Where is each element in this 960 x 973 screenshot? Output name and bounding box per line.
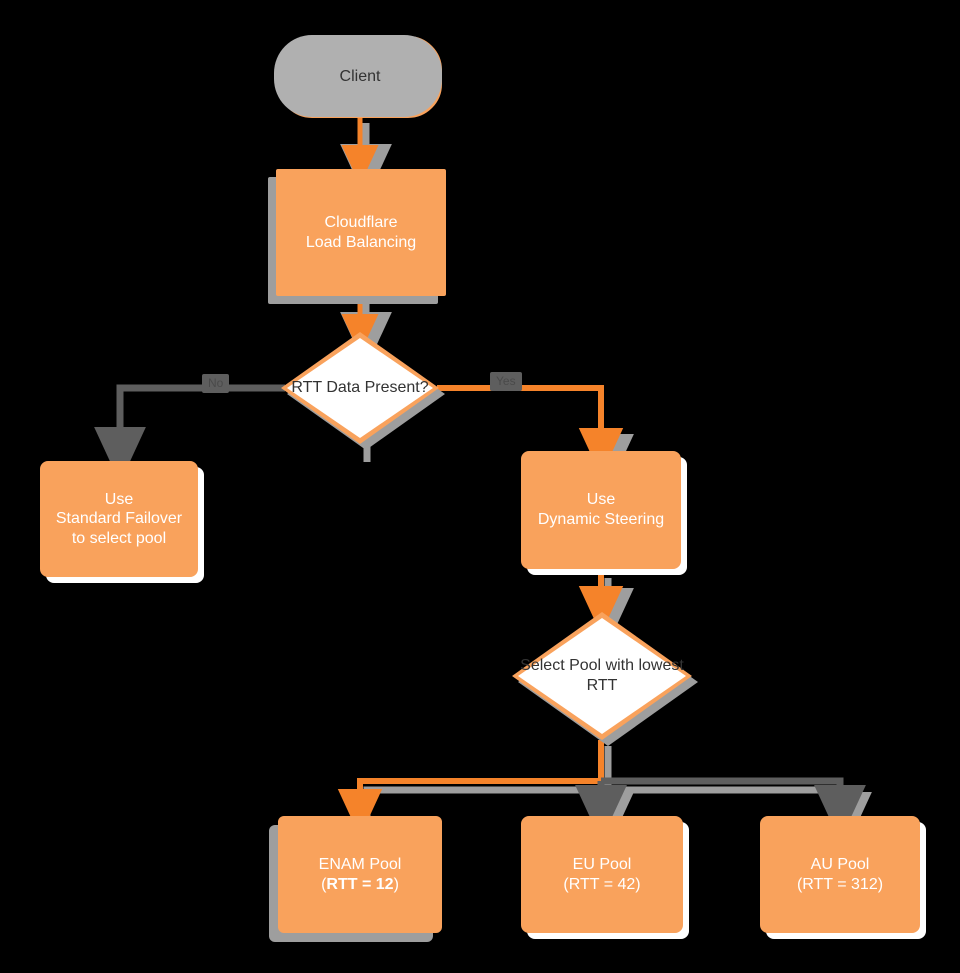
node-au-pool-name: AU Pool <box>810 855 870 873</box>
edge-select-pool-to-enam-pool <box>337 740 604 837</box>
node-enam-pool[interactable]: ENAM Pool (RTT = 12) <box>278 816 442 933</box>
edge-rtt-decision-to-standard-failover <box>94 384 285 483</box>
node-eu-pool-label: EU Pool (RTT = 42) <box>563 855 640 894</box>
node-load-balancing[interactable]: Cloudflare Load Balancing <box>276 169 446 296</box>
node-enam-pool-label: ENAM Pool (RTT = 12) <box>319 855 402 894</box>
node-enam-pool-rtt-prefix: ( <box>321 875 327 893</box>
node-select-pool-label: Select Pool with lowest RTT <box>512 612 692 740</box>
node-standard-failover[interactable]: Use Standard Failover to select pool <box>40 461 198 577</box>
edge-select-pool-to-au-pool <box>601 777 866 841</box>
node-dynamic-steering-line-2: Dynamic Steering <box>537 511 665 528</box>
node-enam-pool-name: ENAM Pool <box>318 855 402 873</box>
node-standard-failover-label: Use Standard Failover to select pool <box>56 490 182 549</box>
node-rtt-decision-line-2: Present? <box>364 379 429 397</box>
node-enam-pool-rtt-suffix: ) <box>393 875 399 893</box>
node-au-pool-label: AU Pool (RTT = 312) <box>797 855 883 894</box>
node-select-pool[interactable]: Select Pool with lowest RTT <box>512 612 698 746</box>
node-eu-pool-name: EU Pool <box>572 855 632 873</box>
node-client-label: Client <box>340 67 381 87</box>
node-select-pool-line-1: Select Pool <box>520 657 602 675</box>
node-rtt-decision[interactable]: RTT Data Present? <box>281 332 445 450</box>
node-standard-failover-line-3: to select pool <box>71 529 167 547</box>
node-dynamic-steering-line-1: Use <box>586 491 616 509</box>
edge-rtt-decision-to-dynamic-steering <box>437 385 624 476</box>
node-eu-pool[interactable]: EU Pool (RTT = 42) <box>521 816 683 933</box>
node-rtt-decision-label: RTT Data Present? <box>281 332 439 444</box>
node-rtt-decision-line-1: RTT Data <box>291 379 361 397</box>
node-dynamic-steering-label: Use Dynamic Steering <box>538 490 664 529</box>
edge-label-yes: Yes <box>490 372 522 392</box>
node-standard-failover-line-2: Standard Failover <box>55 510 183 528</box>
node-standard-failover-line-1: Use <box>104 490 134 508</box>
node-load-balancing-line-1: Cloudflare <box>324 213 398 231</box>
node-au-pool-rtt: (RTT = 312) <box>796 875 884 893</box>
node-load-balancing-line-2: Load Balancing <box>305 233 417 251</box>
node-eu-pool-rtt: (RTT = 42) <box>563 875 641 893</box>
node-dynamic-steering[interactable]: Use Dynamic Steering <box>521 451 681 569</box>
node-select-pool-line-2: with lowest RTT <box>586 657 684 694</box>
node-load-balancing-label: Cloudflare Load Balancing <box>306 213 416 252</box>
node-client-line-1: Client <box>339 68 381 86</box>
node-enam-pool-rtt-value: RTT = 12 <box>326 875 394 893</box>
edge-label-no: No <box>202 374 230 394</box>
node-enam-pool-rtt: (RTT = 12) <box>319 875 402 895</box>
node-client[interactable]: Client <box>274 35 442 118</box>
node-au-pool[interactable]: AU Pool (RTT = 312) <box>760 816 920 933</box>
